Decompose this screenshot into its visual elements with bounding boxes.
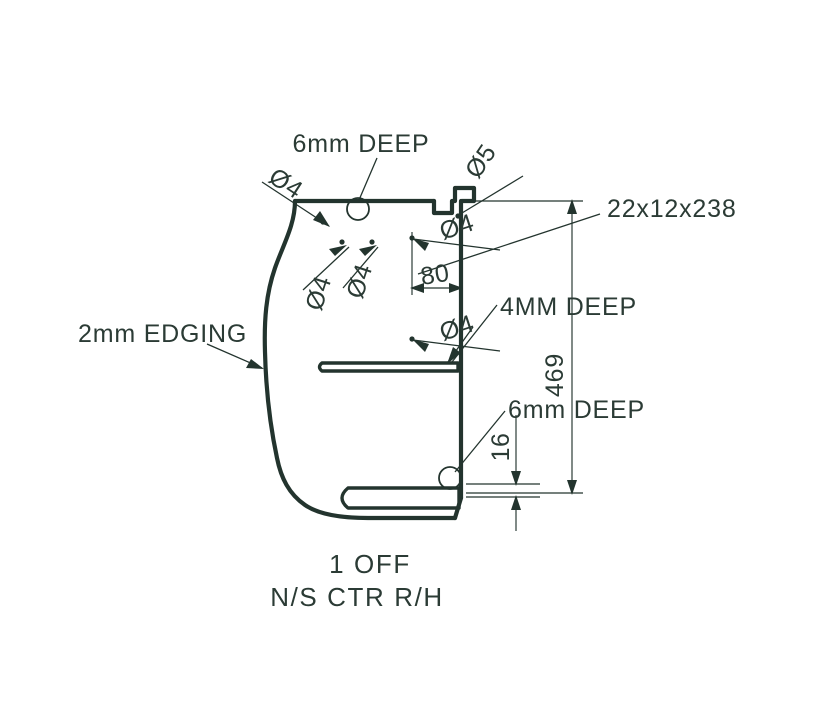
leader-2mm-edging xyxy=(206,343,264,369)
label-4mm-deep: 4MM DEEP xyxy=(500,293,637,321)
label-dim-469: 469 xyxy=(541,353,569,397)
leader-4mm-deep xyxy=(451,304,498,363)
panel-top-notch xyxy=(431,185,477,216)
bottom-shelf-body xyxy=(340,486,461,510)
leader-dia4-right-mid xyxy=(409,326,501,364)
leader-dia4-top-left xyxy=(261,181,330,227)
label-board-size: 22x12x238 xyxy=(607,195,737,223)
panel-left-profile xyxy=(262,198,458,521)
dimension-16 xyxy=(466,415,540,531)
drill-circle-top xyxy=(346,197,370,221)
dimension-469 xyxy=(466,199,583,495)
leader-dia4-left-b xyxy=(342,239,379,289)
caption-line-2: N/S CTR R/H xyxy=(270,582,444,612)
label-dia4-left-b: Ø4 xyxy=(341,261,378,302)
middle-shelf-body xyxy=(317,361,460,373)
label-2mm-edging: 2mm EDGING xyxy=(78,320,247,348)
leader-dia4-right-upper xyxy=(409,235,501,251)
leader-board-size xyxy=(417,213,601,275)
label-dia4-left-a: Ø4 xyxy=(300,273,337,314)
middle-shelf xyxy=(317,361,460,373)
label-dia4-top-left: Ø4 xyxy=(264,163,308,205)
caption-line-1: 1 OFF xyxy=(329,549,411,579)
leader-dia4-left-a xyxy=(302,239,350,291)
leader-dia5 xyxy=(455,175,524,219)
label-dim-16: 16 xyxy=(487,433,515,462)
drill-circle-bottom xyxy=(438,466,462,490)
leader-6mm-deep-bottom xyxy=(454,410,506,473)
leader-6mm-deep-top xyxy=(358,157,378,201)
dimension-80 xyxy=(410,232,463,295)
label-dia4-right-mid: Ø4 xyxy=(436,309,477,346)
label-6mm-deep-top: 6mm DEEP xyxy=(293,130,430,158)
label-dia5: Ø5 xyxy=(460,139,502,183)
label-dim-80: 80 xyxy=(419,259,452,291)
bottom-shelf xyxy=(340,486,461,510)
label-6mm-deep-bottom: 6mm DEEP xyxy=(508,396,645,424)
